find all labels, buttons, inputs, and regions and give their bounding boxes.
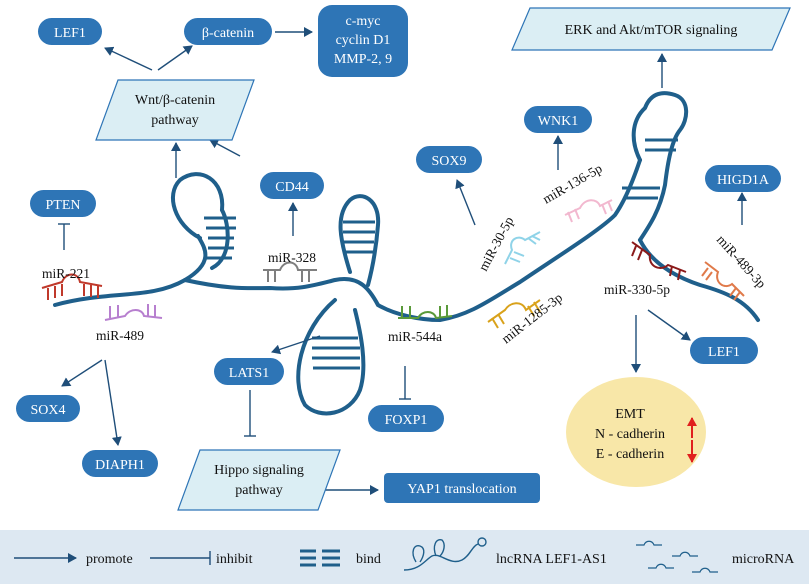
svg-text:EMT: EMT bbox=[615, 407, 645, 422]
svg-text:HIGD1A: HIGD1A bbox=[717, 173, 770, 188]
svg-text:c-myc: c-myc bbox=[346, 14, 381, 29]
svg-text:PTEN: PTEN bbox=[46, 198, 81, 213]
legend-lncrna: lncRNA LEF1-AS1 bbox=[496, 552, 607, 567]
svg-text:CD44: CD44 bbox=[275, 180, 308, 195]
svg-text:DIAPH1: DIAPH1 bbox=[95, 458, 145, 473]
mirna-glyph-330-5p bbox=[631, 241, 687, 281]
lncrna-strand bbox=[53, 91, 760, 416]
node-erk-signaling: ERK and Akt/mTOR signaling bbox=[511, 7, 791, 51]
mirna-glyph-328 bbox=[263, 261, 317, 282]
lncrna-icon bbox=[403, 537, 487, 571]
svg-text:Wnt/β-catenin: Wnt/β-catenin bbox=[135, 93, 215, 108]
label-mir-330-5p: miR-330-5p bbox=[604, 282, 670, 297]
svg-text:LATS1: LATS1 bbox=[229, 366, 269, 381]
node-hippo-pathway: Hippo signaling pathway bbox=[177, 449, 341, 511]
node-wnk1: WNK1 bbox=[524, 106, 592, 133]
svg-text:LEF1: LEF1 bbox=[54, 26, 86, 41]
node-pten: PTEN bbox=[30, 190, 96, 217]
mirna-glyph-30-5p bbox=[504, 231, 541, 265]
promote-arrows bbox=[61, 27, 747, 495]
svg-text:YAP1 translocation: YAP1 translocation bbox=[407, 482, 516, 497]
svg-text:pathway: pathway bbox=[151, 113, 198, 128]
svg-text:Hippo signaling: Hippo signaling bbox=[214, 463, 304, 478]
mirna-glyph-544a bbox=[398, 305, 453, 320]
svg-text:N - cadherin: N - cadherin bbox=[595, 427, 665, 442]
node-foxp1: FOXP1 bbox=[368, 405, 444, 432]
node-yap1-translocation: YAP1 translocation bbox=[384, 473, 540, 503]
svg-text:LEF1: LEF1 bbox=[708, 345, 740, 360]
mirna-glyph-136-5p bbox=[564, 199, 613, 223]
inhibit-bar-icon bbox=[150, 551, 211, 565]
legend-promote: promote bbox=[86, 552, 133, 567]
svg-text:SOX9: SOX9 bbox=[431, 154, 466, 169]
node-beta-catenin: β-catenin bbox=[184, 18, 272, 45]
mirna-glyph-489-3p bbox=[701, 261, 745, 301]
label-mir-136-5p: miR-136-5p bbox=[540, 160, 605, 206]
node-diaph1: DIAPH1 bbox=[82, 450, 158, 477]
node-lats1: LATS1 bbox=[214, 358, 284, 385]
base-pair-bars bbox=[204, 138, 678, 370]
svg-text:pathway: pathway bbox=[235, 483, 282, 498]
svg-text:FOXP1: FOXP1 bbox=[385, 413, 428, 428]
label-mir-221: miR-221 bbox=[42, 266, 90, 281]
node-sox4: SOX4 bbox=[16, 395, 80, 422]
svg-text:cyclin D1: cyclin D1 bbox=[336, 33, 391, 48]
legend: promote inhibit bind lncRNA LEF1-AS1 mic… bbox=[0, 530, 809, 584]
mirna-glyph-1285-3p bbox=[487, 299, 541, 329]
node-lef1-top: LEF1 bbox=[38, 18, 102, 45]
label-mir-328: miR-328 bbox=[268, 250, 316, 265]
legend-microrna: microRNA bbox=[732, 552, 795, 567]
svg-text:WNK1: WNK1 bbox=[538, 114, 578, 129]
mirna-glyph-489 bbox=[104, 304, 163, 321]
legend-bind: bind bbox=[356, 552, 381, 567]
node-emt: EMT N - cadherin E - cadherin bbox=[566, 377, 706, 487]
node-lef1-right: LEF1 bbox=[690, 337, 758, 364]
label-mir-489-3p: miR-489-3p bbox=[714, 232, 769, 291]
node-sox9: SOX9 bbox=[416, 146, 482, 173]
label-mir-1285-3p: miR-1285-3p bbox=[499, 290, 566, 347]
microrna-icon bbox=[636, 540, 718, 573]
inhibit-lines bbox=[58, 223, 411, 437]
bind-lines-icon bbox=[300, 549, 340, 567]
mirna-glyph-221 bbox=[41, 273, 103, 300]
svg-text:β-catenin: β-catenin bbox=[202, 26, 254, 41]
svg-text:E - cadherin: E - cadherin bbox=[596, 447, 664, 462]
node-downstream-targets: c-myc cyclin D1 MMP-2, 9 bbox=[318, 5, 408, 77]
node-higd1a: HIGD1A bbox=[705, 165, 781, 192]
svg-text:SOX4: SOX4 bbox=[30, 403, 65, 418]
svg-text:MMP-2, 9: MMP-2, 9 bbox=[334, 52, 392, 67]
legend-inhibit: inhibit bbox=[216, 552, 253, 567]
node-wnt-pathway: Wnt/β-catenin pathway bbox=[95, 79, 255, 141]
svg-text:ERK and Akt/mTOR signaling: ERK and Akt/mTOR signaling bbox=[565, 23, 738, 38]
node-cd44: CD44 bbox=[260, 172, 324, 199]
label-mir-544a: miR-544a bbox=[388, 329, 442, 344]
label-mir-489: miR-489 bbox=[96, 328, 144, 343]
